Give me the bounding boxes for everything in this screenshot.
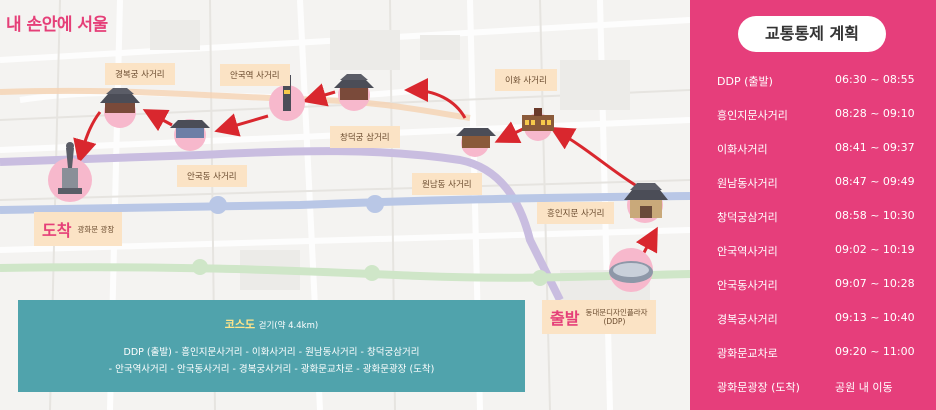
schedule-row: 안국동사거리 09:07 ~ 10:28 xyxy=(690,274,936,294)
wonnam-gate-icon xyxy=(456,128,496,148)
schedule-row: 광화문교차로 09:20 ~ 11:00 xyxy=(690,342,936,362)
map-graphics xyxy=(0,0,690,410)
schedule-location: DDP (출발) xyxy=(717,75,773,88)
subway-line-blue xyxy=(0,192,690,214)
schedule-time: 공원 내 이동 xyxy=(835,381,893,394)
schedule-time: 06:30 ~ 08:55 xyxy=(835,73,915,86)
schedule-time: 09:02 ~ 10:19 xyxy=(835,243,915,256)
departure-place: 동대문디자인플라자 (DDP) xyxy=(585,308,647,326)
schedule-row: 흥인지문사거리 08:28 ~ 09:10 xyxy=(690,104,936,124)
label-departure: 출발 동대문디자인플라자 (DDP) xyxy=(542,300,656,334)
course-box: 코스도 걷기(약 4.4km) DDP (출발) - 흥인지문사거리 - 이화사… xyxy=(18,300,525,392)
departure-label: 출발 xyxy=(550,309,580,328)
course-distance: 걷기(약 4.4km) xyxy=(258,321,319,331)
label-changdeok: 창덕궁 삼거리 xyxy=(330,126,400,148)
course-line-1: DDP (출발) - 흥인지문사거리 - 이화사거리 - 원남동사거리 - 창덕… xyxy=(123,347,420,358)
schedule-title: 교통통제 계획 xyxy=(738,16,886,52)
schedule-row: DDP (출발) 06:30 ~ 08:55 xyxy=(690,70,936,90)
changdeok-gate-icon xyxy=(334,74,374,100)
label-ihwa: 이화 사거리 xyxy=(495,69,557,91)
schedule-row: 안국역사거리 09:02 ~ 10:19 xyxy=(690,240,936,260)
course-title-text: 코스도 xyxy=(224,318,256,331)
schedule-panel: 교통통제 계획 DDP (출발) 06:30 ~ 08:55 흥인지문사거리 08:… xyxy=(690,0,936,410)
label-gyeongbok: 경복궁 사거리 xyxy=(105,63,175,85)
subway-line-purple xyxy=(0,147,564,302)
arrival-label: 도착 xyxy=(42,221,72,240)
schedule-time: 08:47 ~ 09:49 xyxy=(835,175,915,188)
schedule-location: 창덕궁삼거리 xyxy=(717,211,778,224)
schedule-row: 원남동사거리 08:47 ~ 09:49 xyxy=(690,172,936,192)
schedule-time: 08:28 ~ 09:10 xyxy=(835,107,915,120)
andong-building-icon xyxy=(170,120,210,138)
subway-line-green xyxy=(0,263,690,282)
departure-place-line-2: (DDP) xyxy=(603,317,626,326)
course-line-2: - 안국역사거리 - 안국동사거리 - 경복궁사거리 - 광화문교차로 - 광화… xyxy=(108,364,435,375)
route-map: 내 손안에 서울 경복궁 사거리 안국역 사거리 이화 사거리 창덕궁 삼거리 … xyxy=(0,0,690,410)
schedule-location: 안국동사거리 xyxy=(717,279,778,292)
heunginji-gate-icon xyxy=(624,183,668,218)
label-arrival: 도착 광화문 광장 xyxy=(34,212,123,246)
schedule-location: 원남동사거리 xyxy=(717,177,778,190)
schedule-row: 이화사거리 08:41 ~ 09:37 xyxy=(690,138,936,158)
schedule-location: 안국역사거리 xyxy=(717,245,778,258)
schedule-row: 광화문광장 (도착) 공원 내 이동 xyxy=(690,376,936,396)
label-andong: 안국동 사거리 xyxy=(177,165,247,187)
label-heunginji: 흥인지문 사거리 xyxy=(537,202,615,224)
schedule-time: 08:41 ~ 09:37 xyxy=(835,141,915,154)
schedule-time: 09:13 ~ 10:40 xyxy=(835,311,915,324)
arrival-place: 광화문 광장 xyxy=(77,224,115,234)
course-title: 코스도 걷기(약 4.4km) xyxy=(18,316,525,332)
schedule-time: 09:20 ~ 11:00 xyxy=(835,345,915,358)
schedule-location: 흥인지문사거리 xyxy=(717,109,788,122)
statue-icon xyxy=(58,142,82,194)
seoul-logo: 내 손안에 서울 xyxy=(6,15,108,35)
route-arrows xyxy=(73,78,658,261)
schedule-location: 경복궁사거리 xyxy=(717,313,778,326)
schedule-row: 경복궁사거리 09:13 ~ 10:40 xyxy=(690,308,936,328)
gyeongbok-gate-icon xyxy=(100,88,140,113)
schedule-row: 창덕궁삼거리 08:58 ~ 10:30 xyxy=(690,206,936,226)
ddp-building-icon xyxy=(609,261,653,283)
schedule-location: 광화문광장 (도착) xyxy=(717,381,800,394)
label-anguk: 안국역 사거리 xyxy=(220,64,290,86)
schedule-location: 이화사거리 xyxy=(717,143,768,156)
label-wonnam: 원남동 사거리 xyxy=(412,173,482,195)
schedule-location: 광화문교차로 xyxy=(717,347,778,360)
schedule-time: 08:58 ~ 10:30 xyxy=(835,209,915,222)
schedule-time: 09:07 ~ 10:28 xyxy=(835,277,915,290)
ihwa-building-icon xyxy=(522,108,554,131)
departure-place-line-1: 동대문디자인플라자 xyxy=(585,308,648,317)
